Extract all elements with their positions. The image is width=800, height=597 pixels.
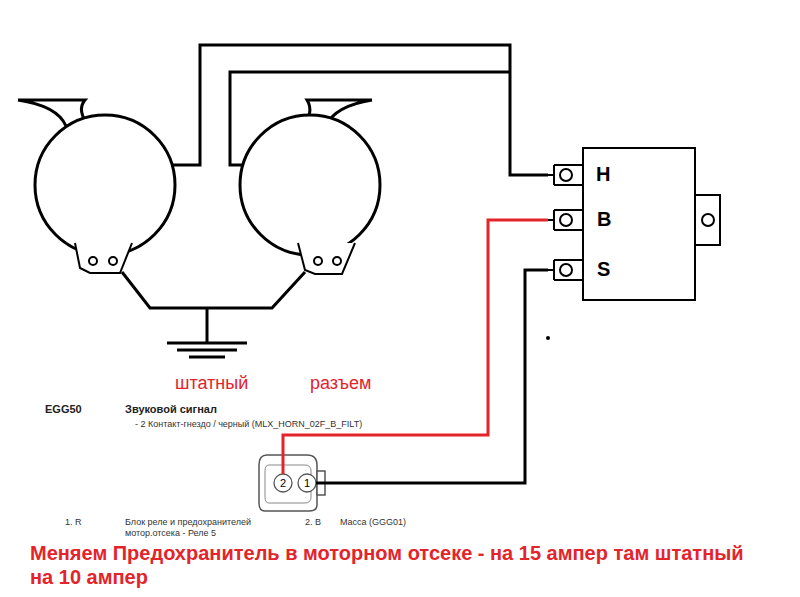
terminal-screw: [560, 264, 572, 276]
table-subtitle: - 2 Контакт-гнездо / черный (MLX_HORN_02…: [135, 419, 362, 430]
pin-label: 1. R: [65, 517, 82, 528]
table-title: Звуковой сигнал: [125, 403, 217, 416]
horn-wire: [172, 45, 548, 175]
bracket-hole: [314, 257, 322, 265]
relay-box: HB S: [548, 147, 723, 302]
bracket-hole: [333, 257, 341, 265]
horn-body: [35, 115, 175, 255]
relay-body: [583, 148, 695, 300]
mounting-hole: [702, 214, 714, 226]
fuse-note: Меняем Предохранитель в моторном отсеке …: [30, 541, 770, 589]
ground-wire: [122, 272, 305, 308]
pin-description: Блок реле и предохранителей мотор.отсека…: [125, 517, 275, 539]
horn-body: [240, 115, 380, 255]
terminal-name: H: [596, 163, 610, 186]
bracket-hole: [89, 257, 97, 265]
horn-wire: [230, 72, 510, 165]
relay-terminal: [548, 165, 583, 185]
ground-symbol: [167, 343, 247, 357]
terminal-name: B: [597, 208, 611, 231]
terminal-name: S: [597, 258, 610, 281]
stray-dot: [546, 336, 550, 340]
connector-pin: [298, 474, 316, 492]
relay-terminal: [548, 210, 583, 230]
horn-bracket: [298, 243, 355, 274]
connector-inner: [265, 465, 311, 503]
mounting-tab: [695, 195, 720, 245]
red-wire: [283, 220, 548, 445]
horn-connector-outline: [255, 445, 330, 515]
pin-number: 2: [280, 477, 286, 490]
relay-terminal: [548, 260, 583, 280]
ground-wire: [206, 308, 209, 343]
terminal-screw: [560, 169, 572, 181]
connector-housing: [259, 455, 317, 511]
wire-stub: [282, 445, 285, 474]
table-code: EGG50: [45, 403, 82, 416]
terminal-screw: [560, 214, 572, 226]
pin-description: Масса (GGG01): [340, 517, 406, 528]
wire-stub: [316, 482, 330, 485]
connector-caption: штатный: [175, 373, 248, 395]
bracket-hole: [109, 257, 117, 265]
horn-connector: 21: [255, 445, 330, 515]
pin-number: 1: [304, 477, 310, 490]
relay-box-outline: [548, 147, 723, 302]
connector-caption: разъем: [310, 373, 371, 395]
pin-label: 2. B: [305, 517, 321, 528]
connector-pin: [274, 474, 292, 492]
horn-bracket: [75, 243, 132, 273]
